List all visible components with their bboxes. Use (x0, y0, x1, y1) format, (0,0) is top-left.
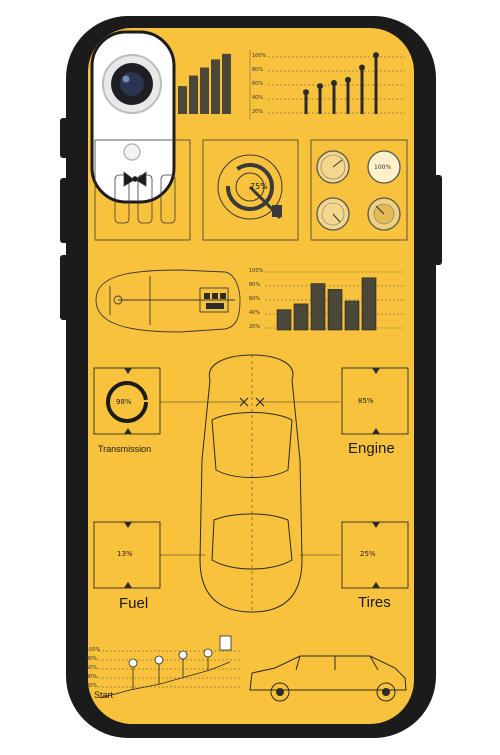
axis-tick: 40% (252, 95, 264, 101)
axis-tick: 60% (249, 296, 261, 302)
bar (189, 75, 198, 114)
tires-value: 25% (360, 550, 376, 558)
axis-tick: 20% (86, 683, 98, 689)
top-bar-chart (178, 53, 231, 114)
bar (310, 283, 326, 331)
car-wagon-icon (249, 655, 407, 702)
lollipop-grid (249, 50, 405, 120)
bar (344, 300, 360, 331)
lollipop-chart (303, 52, 379, 114)
lollipop-point (331, 80, 337, 86)
engine-label: Engine (348, 440, 395, 457)
bar (276, 309, 292, 331)
bar (178, 86, 187, 114)
gauge-cluster (316, 150, 401, 231)
flash-icon (123, 143, 141, 161)
lollipop-point (317, 83, 323, 90)
axis-tick: 100% (249, 268, 264, 274)
connectors (160, 401, 340, 556)
axis-tick: 80% (249, 282, 261, 288)
panel-ticks (124, 368, 380, 588)
tread-icon (114, 174, 176, 224)
top-boxes (94, 139, 408, 241)
bar (222, 53, 231, 114)
fuel-value: 13% (117, 550, 133, 558)
axis-tick: 60% (86, 665, 98, 671)
bow-tie-icon (123, 171, 147, 187)
lollipop-point (345, 76, 351, 83)
axis-tick: 80% (86, 656, 98, 662)
timeline-start-label: Start (94, 690, 114, 700)
transmission-ring (106, 381, 148, 423)
axis-tick: 100% (86, 647, 101, 653)
car-top-diagram (199, 354, 303, 613)
bar (327, 289, 343, 331)
timeline-markers (128, 635, 232, 668)
car-side-diagram (95, 269, 241, 333)
bar (293, 303, 309, 331)
bar (361, 277, 377, 331)
center-gauge (217, 154, 283, 220)
transmission-label: Transmission (98, 444, 152, 454)
engine-block-icon (204, 293, 226, 309)
axis-tick: 40% (86, 674, 98, 680)
axis-tick: 80% (252, 67, 264, 73)
lollipop-point (373, 52, 379, 59)
fuel-label: Fuel (119, 595, 149, 612)
wheel-hub-icon (276, 688, 390, 696)
tires-label: Tires (358, 594, 391, 611)
lollipop-point (359, 64, 365, 71)
axis-tick: 60% (252, 81, 264, 87)
joint-icon (239, 397, 265, 407)
transmission-value: 98% (116, 398, 132, 406)
bar (200, 67, 209, 114)
center-gauge-value: 75% (250, 182, 268, 191)
axis-tick: 100% (252, 53, 267, 59)
mid-bar-chart (276, 277, 377, 331)
axis-tick: 20% (249, 324, 261, 330)
axis-tick: 20% (252, 109, 264, 115)
axis-tick: 40% (249, 310, 261, 316)
dial-label: 100% (374, 164, 392, 171)
lollipop-point (303, 89, 309, 96)
engine-value: 85% (358, 397, 374, 405)
bar (211, 59, 220, 114)
